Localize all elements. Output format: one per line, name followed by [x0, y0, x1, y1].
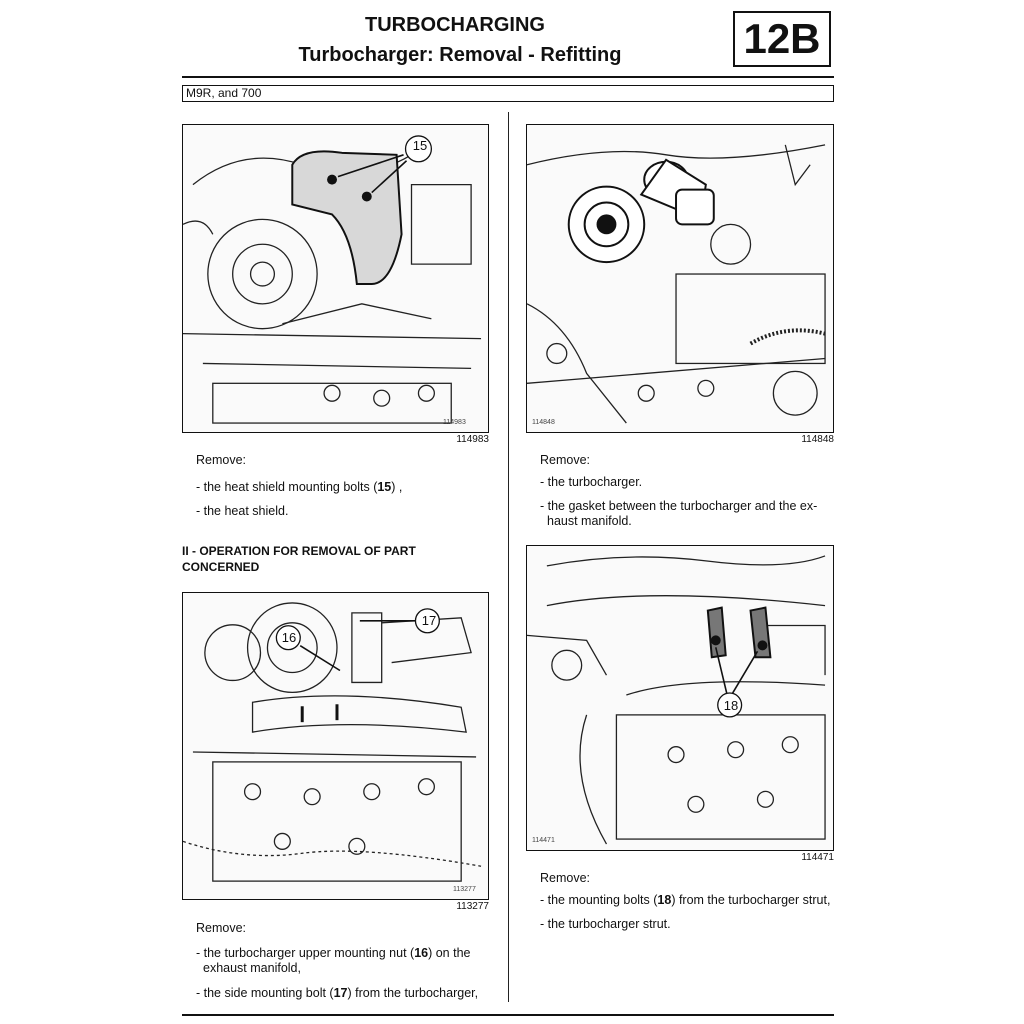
instruction-item: - the turbocharger upper mounting nut (1…: [196, 946, 471, 960]
instruction-item-continuation: haust manifold.: [547, 514, 632, 528]
instruction-item: - the side mounting bolt (17) from the t…: [196, 986, 479, 1000]
figure-number: 113277: [456, 901, 489, 912]
remove-label: Remove:: [196, 921, 247, 935]
engine-variant-bar: M9R, and 700: [182, 85, 834, 102]
header-rule: [182, 76, 834, 78]
callout-17: 17: [421, 613, 437, 628]
section-code-badge: 12B: [733, 11, 831, 67]
figure-turbocharger: 114848: [526, 124, 834, 433]
figure-inset-number: 113277: [453, 886, 476, 893]
engine-illustration-1: [183, 135, 482, 424]
instruction-item: - the turbocharger.: [540, 475, 643, 489]
figure-heat-shield: 15 114983: [182, 124, 489, 433]
instruction-item-continuation: exhaust manifold,: [203, 961, 301, 975]
figure-number: 114983: [456, 434, 489, 445]
engine-illustration-3: [527, 144, 826, 424]
figure-inset-number: 114983: [443, 419, 466, 426]
remove-label: Remove:: [196, 453, 247, 467]
section-title: TURBOCHARGING: [365, 14, 545, 36]
engine-illustration-4: [527, 555, 826, 845]
remove-label: Remove:: [540, 871, 591, 885]
engine-illustration-2: [183, 602, 482, 882]
callout-18: 18: [723, 698, 739, 713]
figure-turbo-mounting: 16 17 113277: [182, 592, 489, 900]
figure-number: 114848: [801, 434, 834, 445]
instruction-item: - the mounting bolts (18) from the turbo…: [540, 893, 831, 907]
instruction-item: - the heat shield.: [196, 504, 289, 518]
page-subtitle: Turbocharger: Removal - Refitting: [298, 44, 622, 66]
instruction-item: - the gasket between the turbocharger an…: [540, 499, 818, 513]
instruction-item: - the turbocharger strut.: [540, 917, 671, 931]
footer-rule: [182, 1014, 834, 1016]
instruction-item: - the heat shield mounting bolts (15) ,: [196, 480, 403, 494]
column-divider: [508, 112, 509, 1002]
figure-inset-number: 114471: [532, 837, 555, 844]
callout-16: 16: [281, 630, 297, 645]
figure-turbocharger-strut: 18 114471: [526, 545, 834, 851]
section-heading: II - OPERATION FOR REMOVAL OF PART CONCE…: [182, 544, 416, 574]
callout-15: 15: [412, 138, 428, 153]
figure-number: 114471: [801, 852, 834, 863]
figure-inset-number: 114848: [532, 419, 555, 426]
remove-label: Remove:: [540, 453, 591, 467]
